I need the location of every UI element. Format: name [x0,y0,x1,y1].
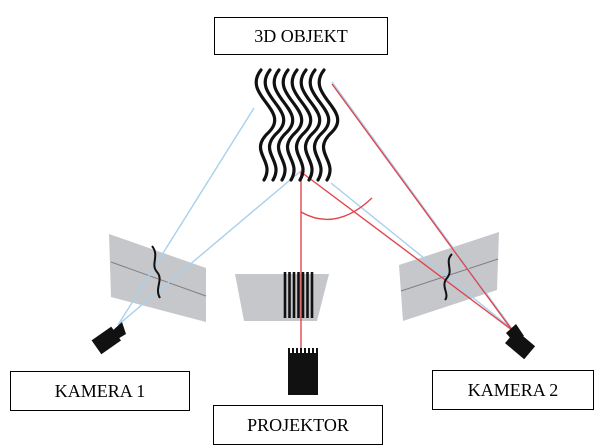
projector-label: PROJEKTOR [213,405,383,445]
object-label: 3D OBJEKT [214,17,388,55]
object-stripe [263,68,286,182]
camera-1-image-plane-line [110,261,207,297]
camera-1-image-plane [109,234,206,322]
object-stripe [317,68,340,182]
camera-1-device [91,322,126,355]
camera-2-device [505,324,536,360]
camera-1-label: KAMERA 1 [10,371,190,411]
projector-stripe-pattern [283,272,314,318]
object-stripe [308,68,331,182]
camera-1-rays [117,107,303,326]
projector-image-plane [235,274,329,321]
camera-1-observed-stripe [151,245,161,299]
object-stripe [272,68,295,182]
projector-rays [300,83,513,348]
camera-2-label: KAMERA 2 [432,370,594,410]
projector-device [288,348,318,395]
object-stripe [281,68,304,182]
object-stripe [299,68,322,182]
object-stripe [254,68,277,182]
object-stripe-pattern [254,68,340,182]
triangulation-angle-arc [300,197,373,221]
object-stripe [290,68,313,182]
camera-2-observed-stripe [443,253,453,301]
